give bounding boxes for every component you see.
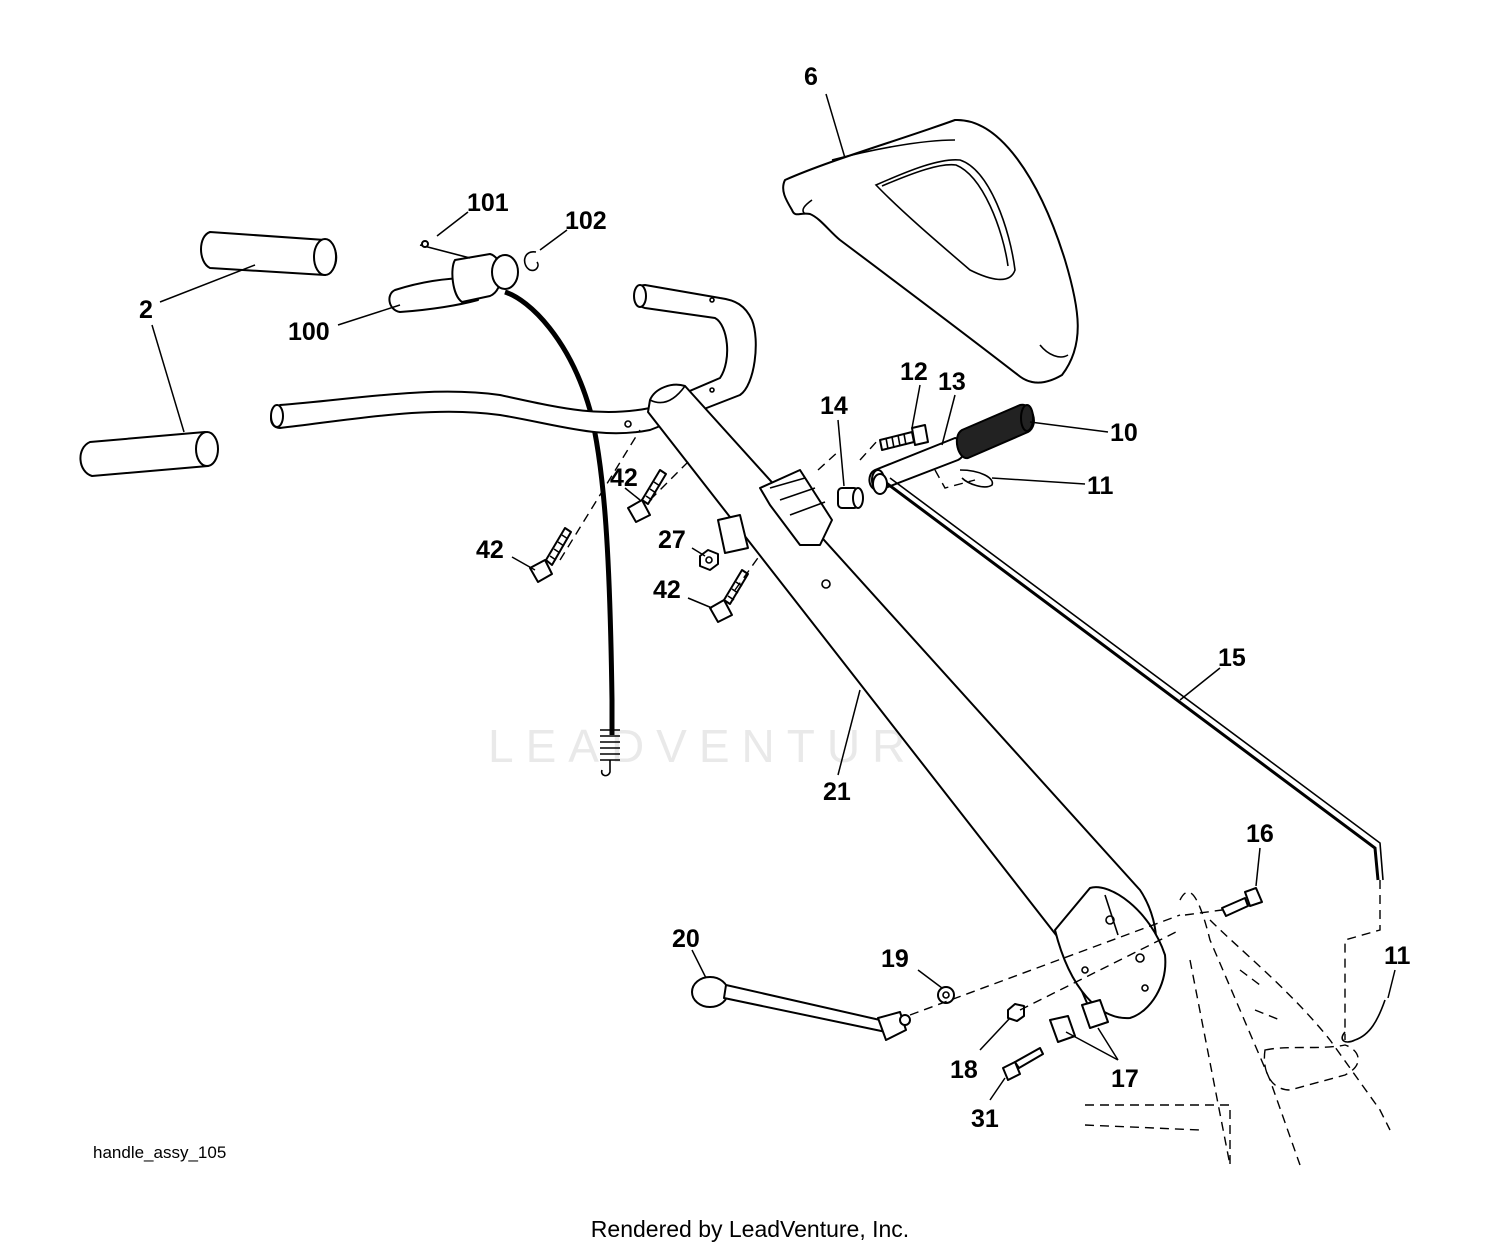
part-6-handle-cover[interactable] <box>782 118 1079 384</box>
assembly-lines <box>559 429 1223 1016</box>
callout-20: 20 <box>672 925 700 953</box>
leader-lines <box>151 93 1396 1101</box>
part-14-spacer[interactable] <box>837 487 864 509</box>
part-17-pad-b[interactable] <box>1081 999 1109 1029</box>
callout-21: 21 <box>823 778 851 806</box>
callout-labels: 6 101 102 2 100 12 13 14 10 11 42 42 27 … <box>139 63 1411 1133</box>
callout-14: 14 <box>820 392 848 420</box>
part-31-bolt[interactable] <box>1002 1047 1044 1081</box>
part-16-bolt[interactable] <box>1221 887 1263 917</box>
footer-credit: Rendered by LeadVenture, Inc. <box>590 1216 910 1242</box>
callout-19: 19 <box>881 945 909 973</box>
part-100-control-lever[interactable] <box>388 240 519 313</box>
part-11-hairpin-upper[interactable] <box>959 469 994 488</box>
part-11-hairpin-lower[interactable] <box>1341 999 1386 1043</box>
control-cable <box>504 289 615 735</box>
callout-16: 16 <box>1246 820 1274 848</box>
callout-42-b: 42 <box>610 464 638 492</box>
callout-11-upper: 11 <box>1087 472 1114 500</box>
callout-42-c: 42 <box>653 576 681 604</box>
part-20-lever[interactable] <box>691 976 911 1041</box>
tiller-frame-reference <box>1084 880 1391 1166</box>
part-21-handle-tube[interactable] <box>647 383 1167 1020</box>
part-18-nut[interactable] <box>1007 1003 1025 1022</box>
callout-31: 31 <box>971 1105 999 1133</box>
watermark: LEADVENTURE <box>488 720 960 772</box>
callout-6: 6 <box>804 63 818 91</box>
part-10-knob[interactable] <box>955 403 1035 459</box>
callout-17: 17 <box>1111 1065 1139 1093</box>
callout-18: 18 <box>950 1056 978 1084</box>
callout-102: 102 <box>565 207 607 235</box>
cable-spring <box>600 729 620 777</box>
handlebar[interactable] <box>270 284 757 435</box>
drawing-id: handle_assy_105 <box>93 1143 227 1162</box>
part-2-grip-upper[interactable] <box>200 231 338 276</box>
callout-11-lower: 11 <box>1384 942 1411 970</box>
part-42-bolt-b[interactable] <box>627 469 667 523</box>
callout-100: 100 <box>288 318 330 346</box>
callout-27: 27 <box>658 526 686 554</box>
part-12-bolt[interactable] <box>879 424 929 451</box>
part-15-shift-rod[interactable] <box>872 473 1384 881</box>
switch-bracket <box>717 469 833 554</box>
part-2-grip-lower[interactable] <box>79 431 219 477</box>
part-19-washer[interactable] <box>937 986 955 1004</box>
callout-13: 13 <box>938 368 966 396</box>
part-42-bolt-a[interactable] <box>529 527 572 583</box>
callout-101: 101 <box>467 189 509 217</box>
callout-12: 12 <box>900 358 928 386</box>
part-102-clip[interactable] <box>523 251 539 272</box>
callout-2: 2 <box>139 296 153 324</box>
part-27-nut[interactable] <box>699 549 719 571</box>
callout-42-a: 42 <box>476 536 504 564</box>
callout-10: 10 <box>1110 419 1138 447</box>
part-42-bolt-c[interactable] <box>709 569 749 623</box>
part-17-pad-a[interactable] <box>1049 1015 1076 1043</box>
callout-15: 15 <box>1218 644 1246 672</box>
